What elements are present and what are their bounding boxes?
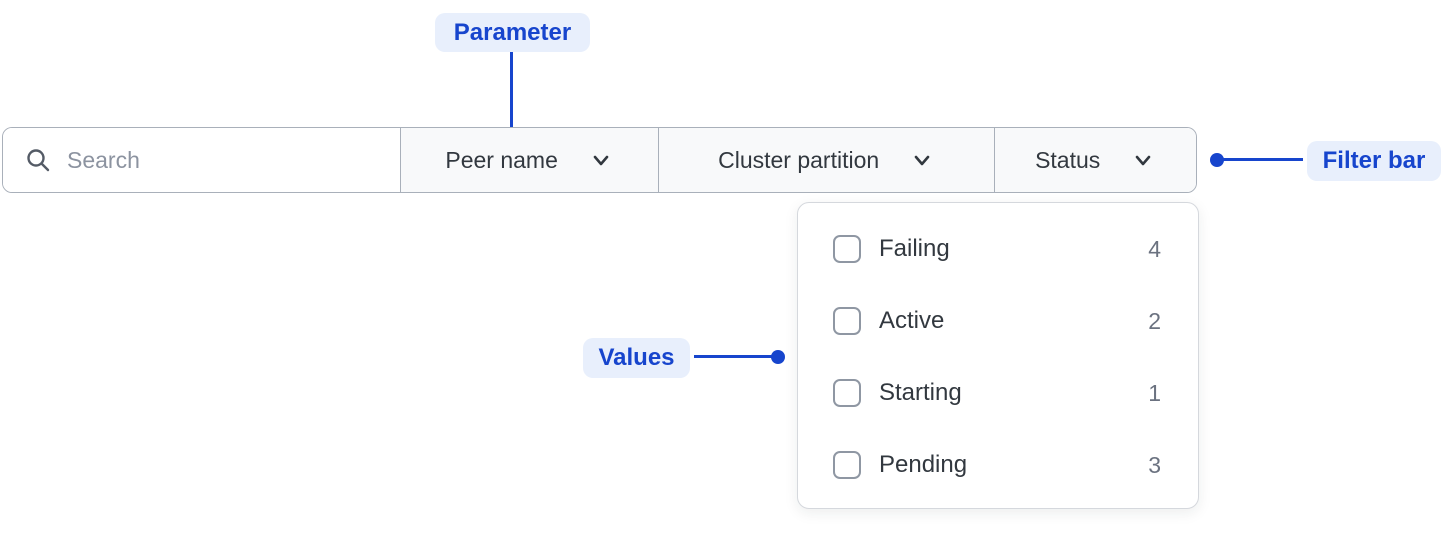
- values-callout-line: [694, 355, 778, 358]
- filter-dropdown-cluster-partition[interactable]: Cluster partition: [657, 128, 995, 192]
- parameter-callout-label: Parameter: [453, 18, 572, 46]
- checkbox-starting[interactable]: [833, 379, 861, 407]
- chevron-down-icon: [909, 147, 935, 173]
- parameter-callout-line: [510, 52, 513, 136]
- search-icon: [27, 149, 50, 172]
- option-label: Starting: [879, 379, 962, 406]
- dropdown-option-starting[interactable]: Starting 1: [798, 357, 1198, 429]
- search-input[interactable]: [67, 146, 367, 174]
- values-callout-dot: [771, 350, 785, 364]
- option-count: 1: [1148, 379, 1161, 406]
- parameter-callout-badge: Parameter: [435, 13, 590, 52]
- checkbox-active[interactable]: [833, 307, 861, 335]
- filter-bar-callout-badge: Filter bar: [1307, 141, 1441, 181]
- option-label: Pending: [879, 451, 968, 478]
- option-count: 2: [1148, 307, 1161, 334]
- filter-dropdown-peer-name-label: Peer name: [445, 146, 558, 173]
- dropdown-option-pending[interactable]: Pending 3: [798, 429, 1198, 501]
- filter-bar-callout-label: Filter bar: [1322, 147, 1426, 174]
- dropdown-option-active[interactable]: Active 2: [798, 285, 1198, 357]
- checkbox-pending[interactable]: [833, 451, 861, 479]
- values-callout-badge: Values: [583, 338, 690, 378]
- search-field[interactable]: [3, 128, 401, 192]
- status-values-dropdown: Failing 4 Active 2 Starting 1 Pending 3: [797, 202, 1199, 509]
- option-label: Active: [879, 307, 945, 334]
- dropdown-option-failing[interactable]: Failing 4: [798, 213, 1198, 285]
- option-label: Failing: [879, 235, 950, 262]
- option-count: 4: [1148, 235, 1161, 262]
- chevron-down-icon: [588, 147, 614, 173]
- filter-dropdown-peer-name[interactable]: Peer name: [400, 128, 658, 192]
- filter-dropdown-cluster-partition-label: Cluster partition: [718, 146, 880, 173]
- chevron-down-icon: [1130, 147, 1156, 173]
- filter-bar-callout-line: [1217, 158, 1303, 161]
- filter-bar: Peer name Cluster partition Status: [2, 127, 1197, 193]
- option-count: 3: [1148, 451, 1161, 478]
- checkbox-failing[interactable]: [833, 235, 861, 263]
- values-callout-label: Values: [598, 344, 675, 371]
- filter-dropdown-status-label: Status: [1035, 146, 1101, 173]
- filter-dropdown-status[interactable]: Status: [994, 128, 1196, 192]
